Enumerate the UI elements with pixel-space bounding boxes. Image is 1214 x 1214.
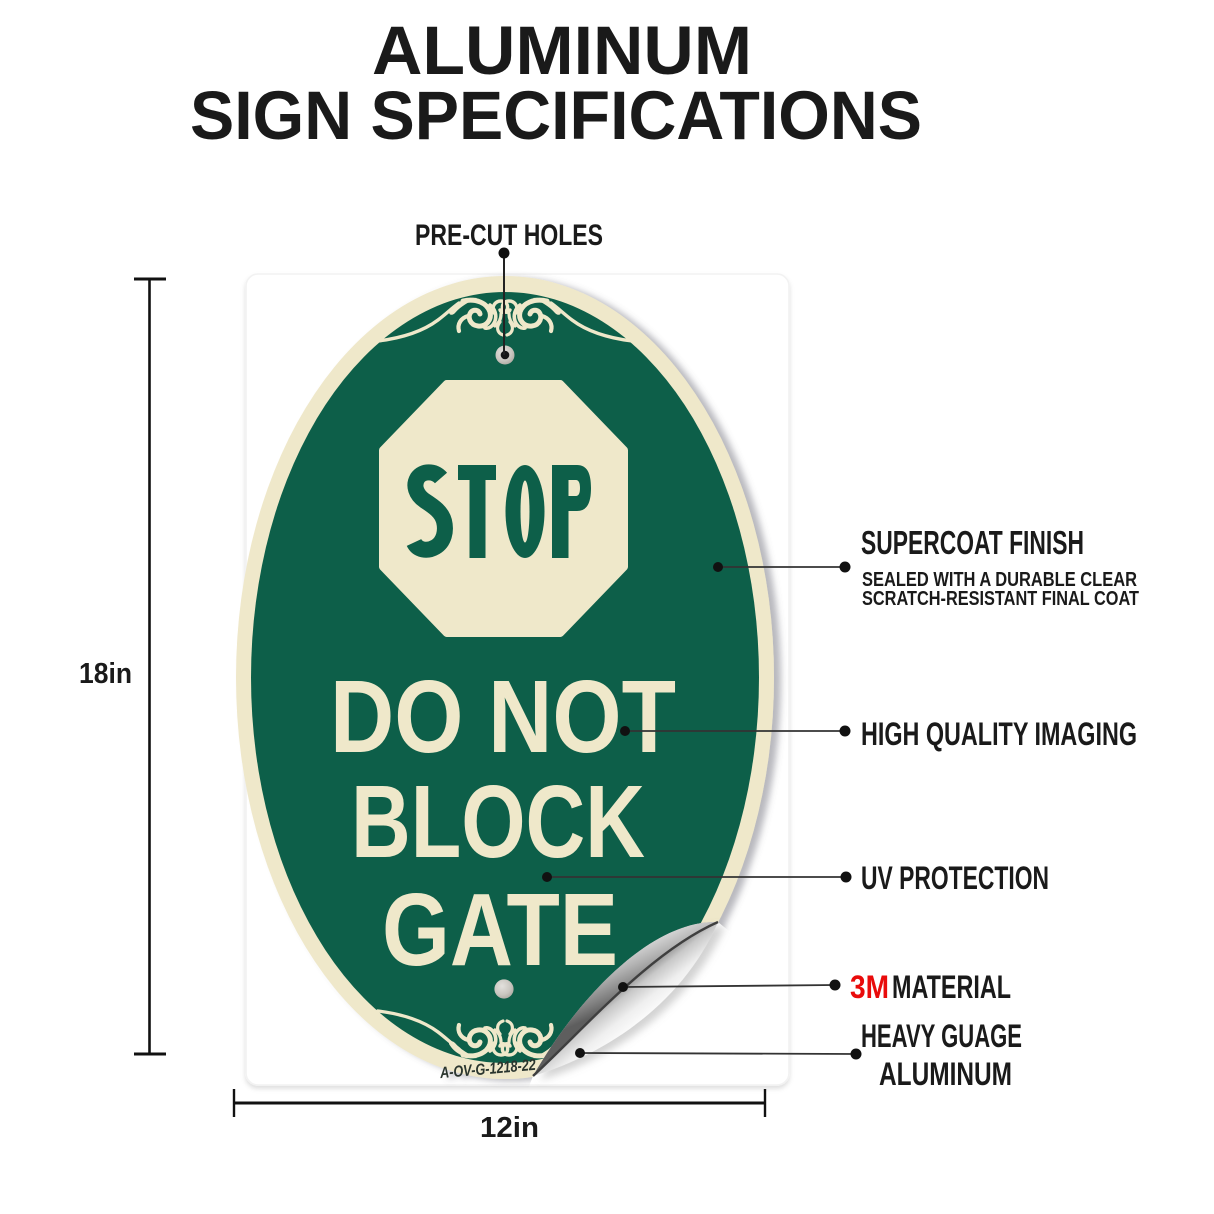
svg-text:GATE: GATE <box>382 872 618 987</box>
svg-text:MATERIAL: MATERIAL <box>892 969 1011 1005</box>
svg-text:ALUMINUM: ALUMINUM <box>372 12 752 89</box>
svg-text:HEAVY GUAGE: HEAVY GUAGE <box>861 1018 1022 1054</box>
svg-text:18in: 18in <box>79 658 132 690</box>
svg-text:BLOCK: BLOCK <box>351 764 645 879</box>
svg-text:PRE-CUT HOLES: PRE-CUT HOLES <box>415 219 603 252</box>
svg-text:ALUMINUM: ALUMINUM <box>879 1056 1012 1092</box>
svg-text:UV PROTECTION: UV PROTECTION <box>861 860 1049 896</box>
svg-text:DO NOT: DO NOT <box>330 659 676 774</box>
svg-text:3M: 3M <box>850 969 889 1005</box>
svg-text:SEALED WITH A DURABLE CLEAR: SEALED WITH A DURABLE CLEAR <box>862 569 1137 591</box>
svg-text:HIGH QUALITY IMAGING: HIGH QUALITY IMAGING <box>861 716 1137 752</box>
svg-text:SIGN SPECIFICATIONS: SIGN SPECIFICATIONS <box>190 77 922 154</box>
svg-text:12in: 12in <box>480 1112 539 1144</box>
svg-text:SCRATCH-RESISTANT FINAL COAT: SCRATCH-RESISTANT FINAL COAT <box>862 588 1139 610</box>
svg-text:SUPERCOAT FINISH: SUPERCOAT FINISH <box>861 524 1084 561</box>
